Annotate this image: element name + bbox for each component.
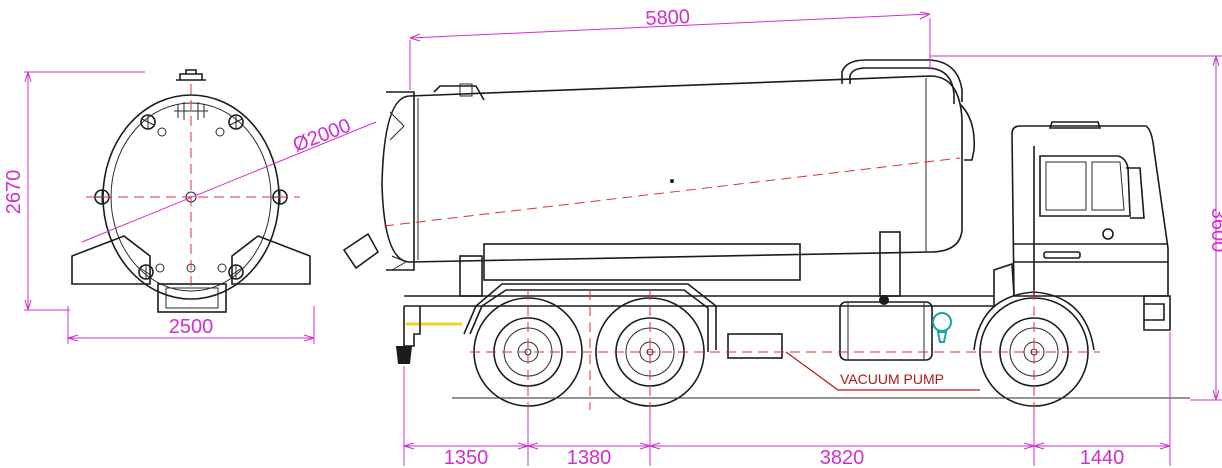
subframe [157, 283, 227, 313]
chassis-frame [404, 295, 994, 307]
front-height-label: 2670 [3, 170, 25, 215]
rear-bumper [403, 306, 421, 347]
rear-door [386, 91, 415, 271]
axle-spacing-label: 1380 [567, 447, 612, 468]
tank-length-label: 5800 [645, 6, 690, 30]
front-bumper [993, 262, 1171, 331]
wheelbase-label: 3820 [820, 447, 865, 468]
tank-diameter-label: Ø2000 [290, 115, 354, 157]
side-view: VACUUM PUMP [342, 6, 1222, 468]
overall-height-label: 3600 [1207, 208, 1222, 253]
side-storage-box [483, 243, 801, 281]
rear-overhang-label: 1350 [444, 447, 489, 468]
vacuum-pump-leader [785, 351, 980, 391]
left-saddle [71, 235, 151, 285]
right-saddle [231, 235, 311, 285]
diameter-leader [81, 121, 377, 243]
suction-pipe [841, 59, 963, 104]
tank-body [381, 75, 963, 263]
rear-hinge-bracket [433, 85, 485, 101]
vacuum-pump [727, 333, 783, 359]
discharge-valve [342, 232, 380, 270]
door-handle [1102, 228, 1114, 240]
rear-fender [463, 283, 717, 352]
cab-window [1039, 155, 1131, 217]
vacuum-pump-label: VACUUM PUMP [840, 371, 944, 387]
truck-cab [1011, 125, 1169, 297]
top-manhole [176, 69, 206, 81]
front-overhang-label: 1440 [1080, 447, 1125, 468]
side-mirror [1126, 167, 1145, 219]
fuel-tank [839, 301, 933, 361]
front-view: Ø2000 2670 2500 [3, 69, 377, 344]
gauge-icon [932, 312, 952, 332]
pipe-elbow [959, 103, 976, 161]
front-width-label: 2500 [169, 316, 214, 338]
